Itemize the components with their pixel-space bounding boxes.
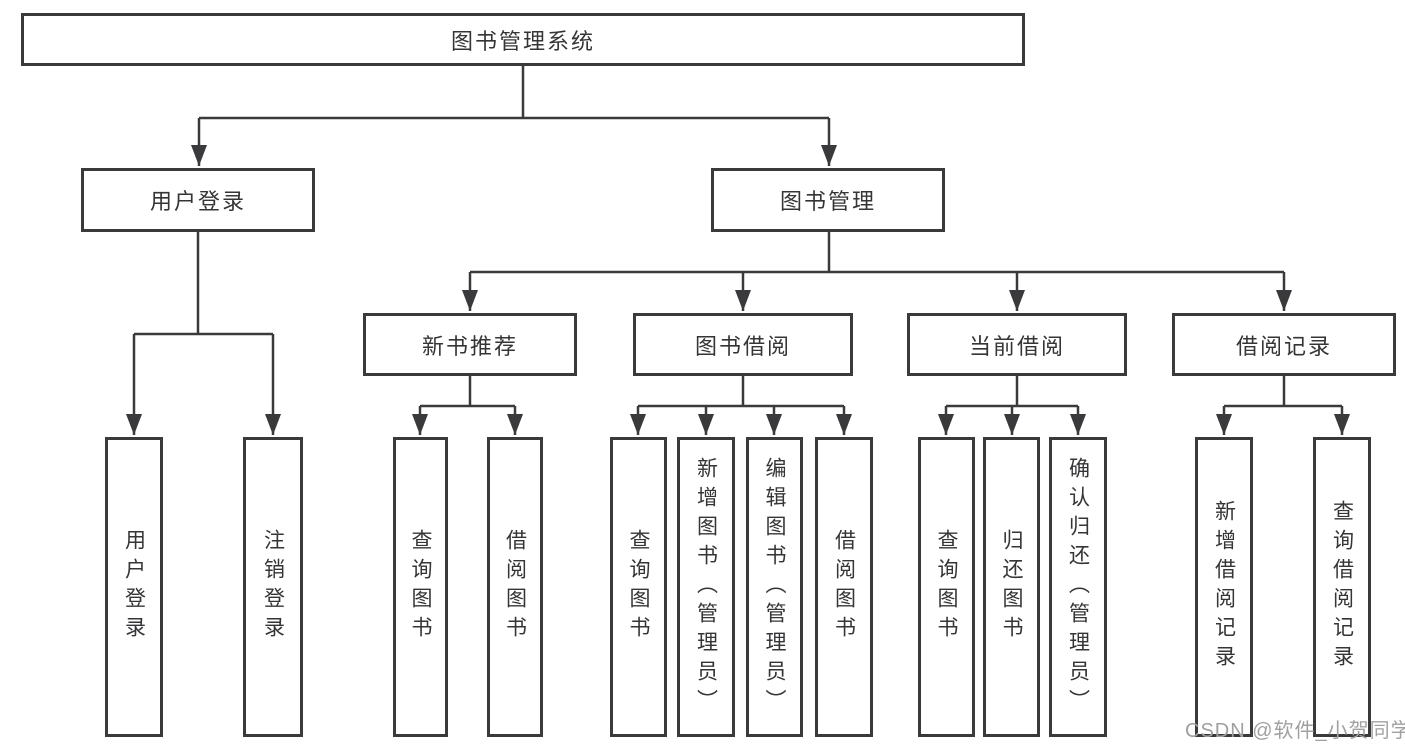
watermark-text: CSDN @软件_小贺同学 [1185, 720, 1405, 742]
leaf-logout: 注销登录 [243, 437, 303, 737]
node-label: 注销登录 [261, 529, 285, 645]
node-label: 查询图书 [627, 529, 650, 645]
leaf-bb-edit-book-admin: 编辑图书（管理员） [746, 437, 803, 737]
node-label: 新增借阅记录 [1212, 500, 1236, 674]
leaf-nb-query-book: 查询图书 [393, 437, 448, 737]
node-book-management: 图书管理 [711, 168, 945, 232]
node-label: 新增图书（管理员） [694, 456, 718, 718]
node-label: 当前借阅 [968, 333, 1065, 359]
leaf-bb-add-book-admin: 新增图书（管理员） [677, 437, 735, 737]
node-label: 归还图书 [1000, 529, 1023, 645]
leaf-nb-borrow-book: 借阅图书 [487, 437, 543, 737]
leaf-br-add-record: 新增借阅记录 [1195, 437, 1253, 737]
node-current-borrow: 当前借阅 [907, 313, 1127, 376]
leaf-cb-query-book: 查询图书 [918, 437, 975, 737]
leaf-bb-query-book: 查询图书 [610, 437, 667, 737]
node-label: 编辑图书（管理员） [763, 456, 786, 718]
node-label: 查询借阅记录 [1330, 500, 1354, 674]
leaf-bb-borrow-book: 借阅图书 [815, 437, 873, 737]
leaf-cb-confirm-return-admin: 确认归还（管理员） [1049, 437, 1107, 737]
node-label: 用户登录 [122, 529, 146, 645]
node-label: 借阅图书 [503, 529, 527, 645]
node-label: 查询图书 [409, 529, 432, 645]
node-label: 确认归还（管理员） [1066, 456, 1090, 718]
node-root-system: 图书管理系统 [21, 13, 1025, 66]
node-label: 新书推荐 [421, 333, 518, 359]
leaf-cb-return-book: 归还图书 [983, 437, 1040, 737]
node-label: 借阅记录 [1235, 333, 1332, 359]
node-user-login: 用户登录 [81, 168, 315, 232]
node-label: 图书管理 [779, 189, 876, 214]
node-book-borrow: 图书借阅 [633, 313, 853, 376]
node-label: 查询图书 [935, 529, 958, 645]
node-label: 图书管理系统 [450, 28, 595, 54]
node-label: 用户登录 [149, 189, 246, 214]
leaf-user-login: 用户登录 [105, 437, 163, 737]
node-label: 借阅图书 [832, 529, 856, 645]
node-borrow-records: 借阅记录 [1172, 313, 1396, 376]
leaf-br-query-record: 查询借阅记录 [1313, 437, 1371, 737]
node-new-book-recommend: 新书推荐 [363, 313, 577, 376]
node-label: 图书借阅 [694, 333, 791, 359]
